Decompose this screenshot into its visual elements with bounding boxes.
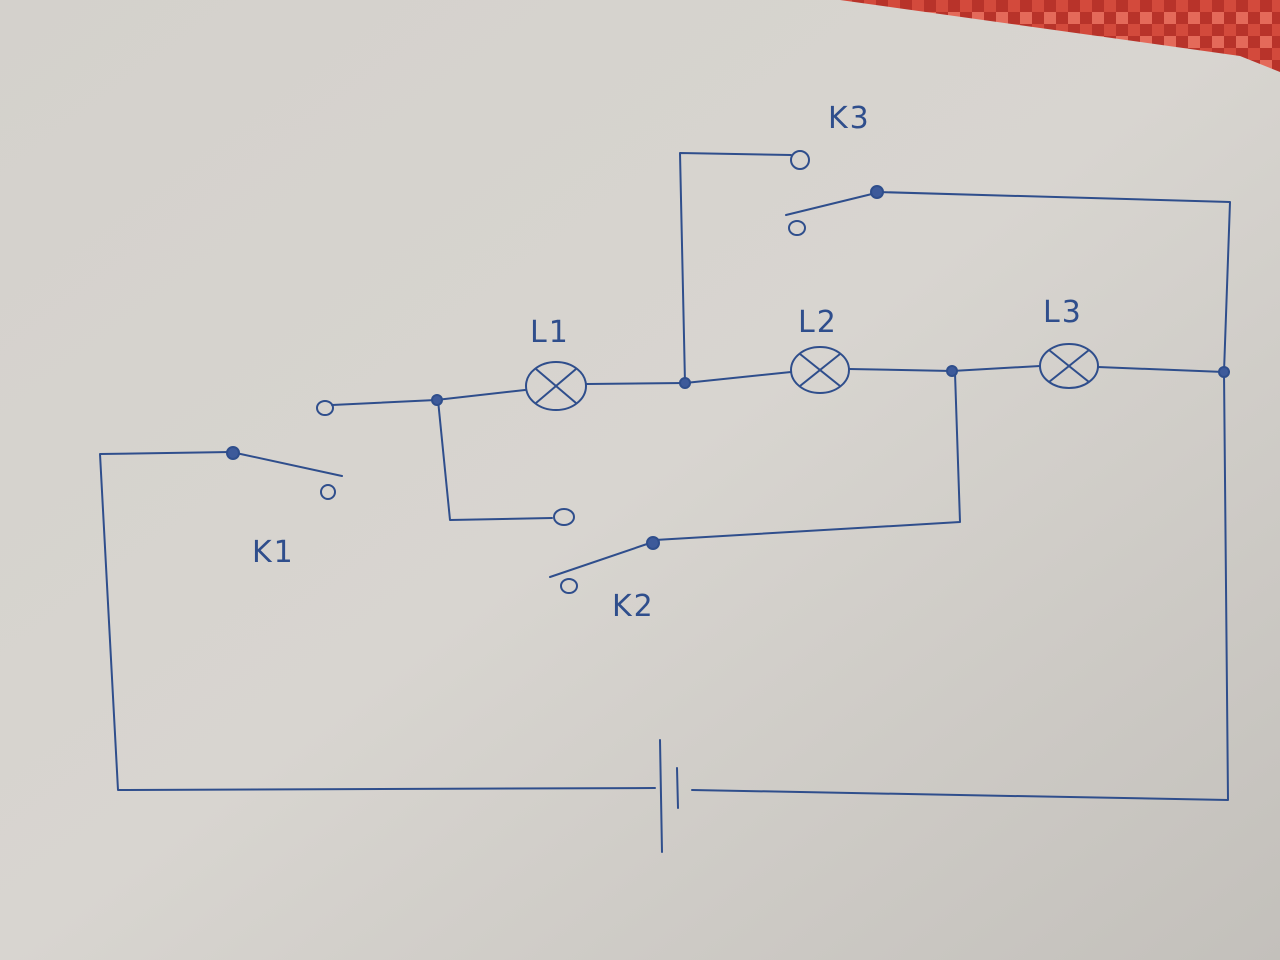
wire-k1-to-node-a — [331, 399, 437, 406]
junction-node-d — [1218, 366, 1230, 378]
label-k2: K2 — [612, 589, 655, 624]
k3-terminal-upper — [790, 150, 810, 170]
junction-node-b — [679, 377, 691, 389]
k2-blade — [549, 542, 651, 578]
wire-node-b-to-l2 — [684, 371, 792, 384]
k1-common — [226, 446, 240, 460]
label-l1: L1 — [530, 315, 570, 350]
k1-terminal-lower — [320, 484, 336, 500]
k3-common — [870, 185, 884, 199]
wire-l3-to-node-d — [1097, 366, 1225, 373]
k2-common — [646, 536, 660, 550]
battery-long-plate — [659, 739, 663, 853]
label-k3: K3 — [828, 101, 871, 136]
wire-k3-to-right — [877, 191, 1231, 373]
lamp-l1 — [525, 361, 587, 411]
battery-short-plate — [676, 767, 679, 809]
tablecloth — [840, 0, 1280, 72]
lamp-l2 — [790, 346, 850, 394]
junction-node-c — [946, 365, 958, 377]
wire-node-c-to-l3 — [951, 365, 1041, 372]
k1-terminal-upper — [316, 400, 334, 416]
wire-node-a-to-l1 — [435, 389, 526, 401]
k3-terminal-lower — [788, 220, 806, 236]
k1-blade — [235, 452, 343, 477]
wire-node-b-to-k3 — [679, 152, 792, 384]
wire-right-loop — [691, 371, 1229, 801]
k3-blade — [785, 192, 877, 216]
k2-terminal-upper — [553, 508, 575, 526]
label-k1: K1 — [252, 535, 295, 570]
lamp-l3 — [1039, 343, 1099, 389]
wire-l2-to-node-c — [848, 368, 953, 372]
label-l2: L2 — [798, 305, 838, 340]
wire-node-a-to-k2 — [437, 399, 553, 521]
k2-terminal-lower — [560, 578, 578, 594]
label-l3: L3 — [1043, 295, 1083, 330]
junction-node-a — [431, 394, 443, 406]
wire-l1-to-node-b — [586, 382, 686, 385]
wire-left-loop — [99, 451, 656, 791]
wire-node-c-to-k2 — [654, 372, 961, 541]
